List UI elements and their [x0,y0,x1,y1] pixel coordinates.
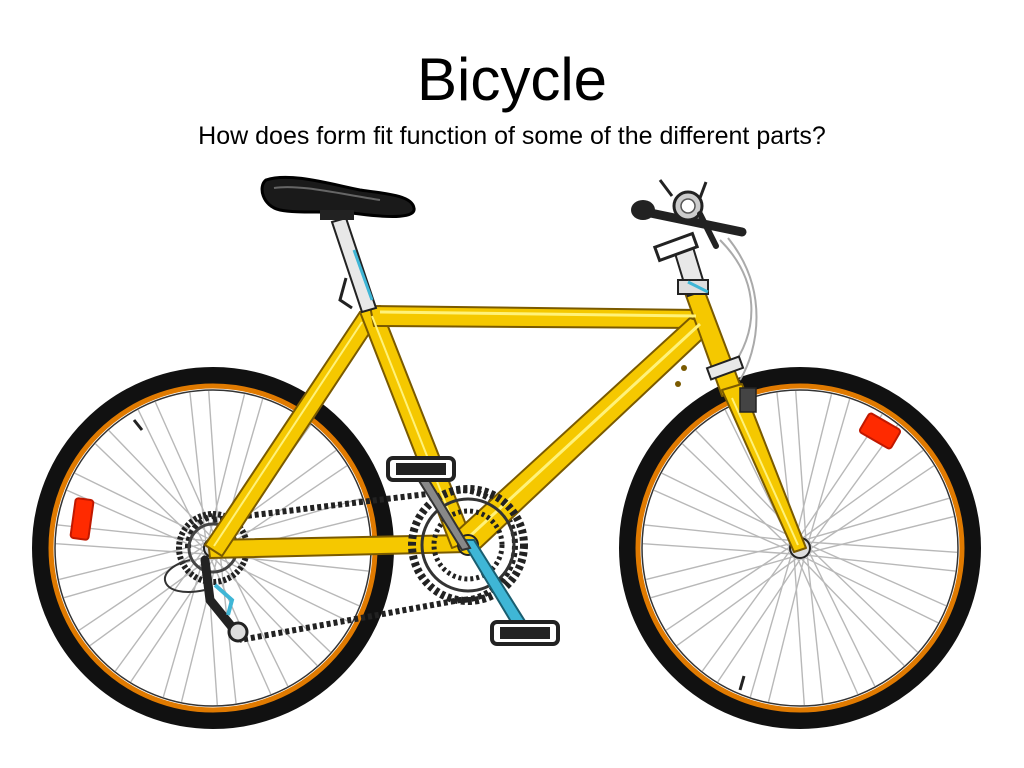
spoke [95,443,206,550]
spoke [56,543,208,555]
spoke [806,551,824,704]
seat-post [330,216,378,314]
spoke [806,398,851,546]
spoke [717,555,804,683]
front-tire [619,367,981,729]
front-reflector [859,412,901,450]
spoke [807,546,918,653]
spoke [806,543,947,607]
chainstay [207,534,469,559]
spoke [74,472,212,541]
spoke [63,554,211,599]
spoke [807,465,935,552]
spoke [805,541,957,553]
spoke [682,443,793,550]
frame [204,283,807,559]
spoke [78,544,206,631]
spoke [114,547,206,672]
spoke [661,472,799,541]
spoke [180,553,219,702]
stem [652,231,709,298]
spoke [646,542,795,581]
spoke [799,449,924,541]
slide-subtitle: How does form fit function of some of th… [198,122,826,150]
pedal-rear [386,456,456,482]
spoke [665,544,793,631]
spoke [794,394,833,543]
spoke [795,391,807,543]
spoke [650,554,798,599]
rear-spokes [56,391,370,705]
spoke [189,392,207,545]
spoke [653,489,794,553]
spoke [793,553,805,705]
spoke [643,543,795,555]
spoke [214,555,352,624]
front-rim [635,383,965,713]
spoke [220,465,348,552]
spoke [803,554,956,572]
spoke [701,547,793,672]
spoke [220,549,289,687]
spoke [767,553,806,702]
spoke [801,555,939,624]
spoke [805,515,954,554]
spoke [89,555,214,647]
spoke [211,555,318,666]
spoke [108,430,215,541]
spoke [798,555,905,666]
spoke [807,549,876,687]
pedal-front [490,620,560,646]
spoke [802,497,950,542]
top-tube [369,305,703,329]
spoke [795,554,859,695]
rear-reflector [69,497,95,541]
spoke [644,524,797,542]
spoke [220,546,331,653]
slide-title: Bicycle [416,46,608,113]
spoke [749,550,794,698]
handlebar-icon [631,179,747,249]
spoke [130,555,217,683]
spoke [676,555,801,647]
spoke [162,550,207,698]
spoke [208,391,220,543]
spoke [215,497,363,542]
rear-derailleur [164,555,249,643]
spoke [59,542,208,581]
saddle-icon [260,175,416,220]
